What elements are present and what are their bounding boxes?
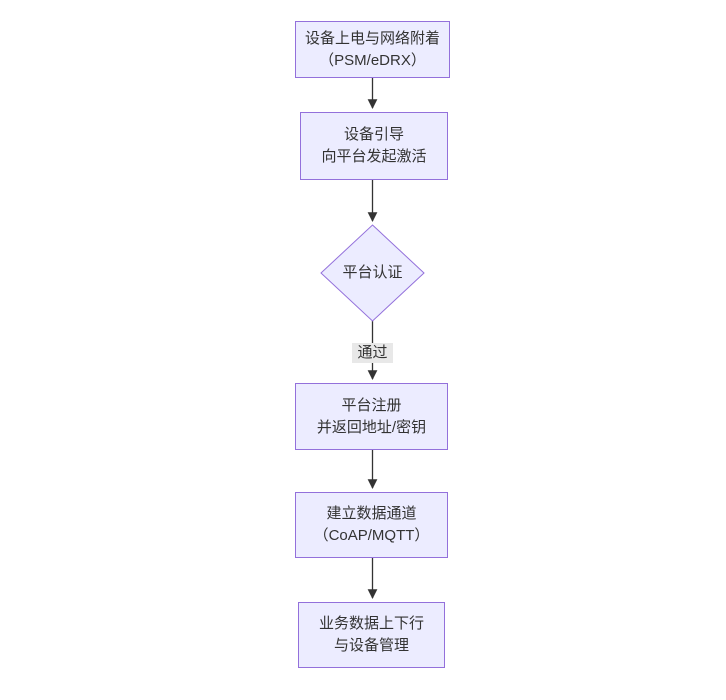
node-business-data-line1: 业务数据上下行 xyxy=(318,615,424,632)
edge-label-pass: 通过 xyxy=(352,343,393,363)
node-power-attach-line1: 设备上电与网络附着 xyxy=(304,29,440,47)
node-power-attach-line2: （PSM/eDRX） xyxy=(319,51,426,69)
node-business-data-line2: 与设备管理 xyxy=(333,637,409,654)
node-bootstrap-line1: 设备引导 xyxy=(343,126,404,143)
node-platform-register: 平台注册 并返回地址/密钥 xyxy=(295,383,448,450)
node-business-data: 业务数据上下行 与设备管理 xyxy=(298,602,445,668)
platform-auth-diamond-shape xyxy=(320,224,425,322)
node-data-channel: 建立数据通道 （CoAP/MQTT） xyxy=(295,492,448,558)
node-platform-auth-label: 平台认证 xyxy=(342,264,403,281)
node-bootstrap: 设备引导 向平台发起激活 xyxy=(300,112,448,180)
node-power-attach: 设备上电与网络附着 （PSM/eDRX） xyxy=(295,21,450,78)
node-platform-register-line1: 平台注册 xyxy=(341,396,402,414)
node-bootstrap-line2: 向平台发起激活 xyxy=(321,148,427,165)
node-data-channel-line2: （CoAP/MQTT） xyxy=(313,527,430,544)
node-data-channel-line1: 建立数据通道 xyxy=(326,505,417,522)
node-platform-register-line2: 并返回地址/密钥 xyxy=(316,418,427,436)
